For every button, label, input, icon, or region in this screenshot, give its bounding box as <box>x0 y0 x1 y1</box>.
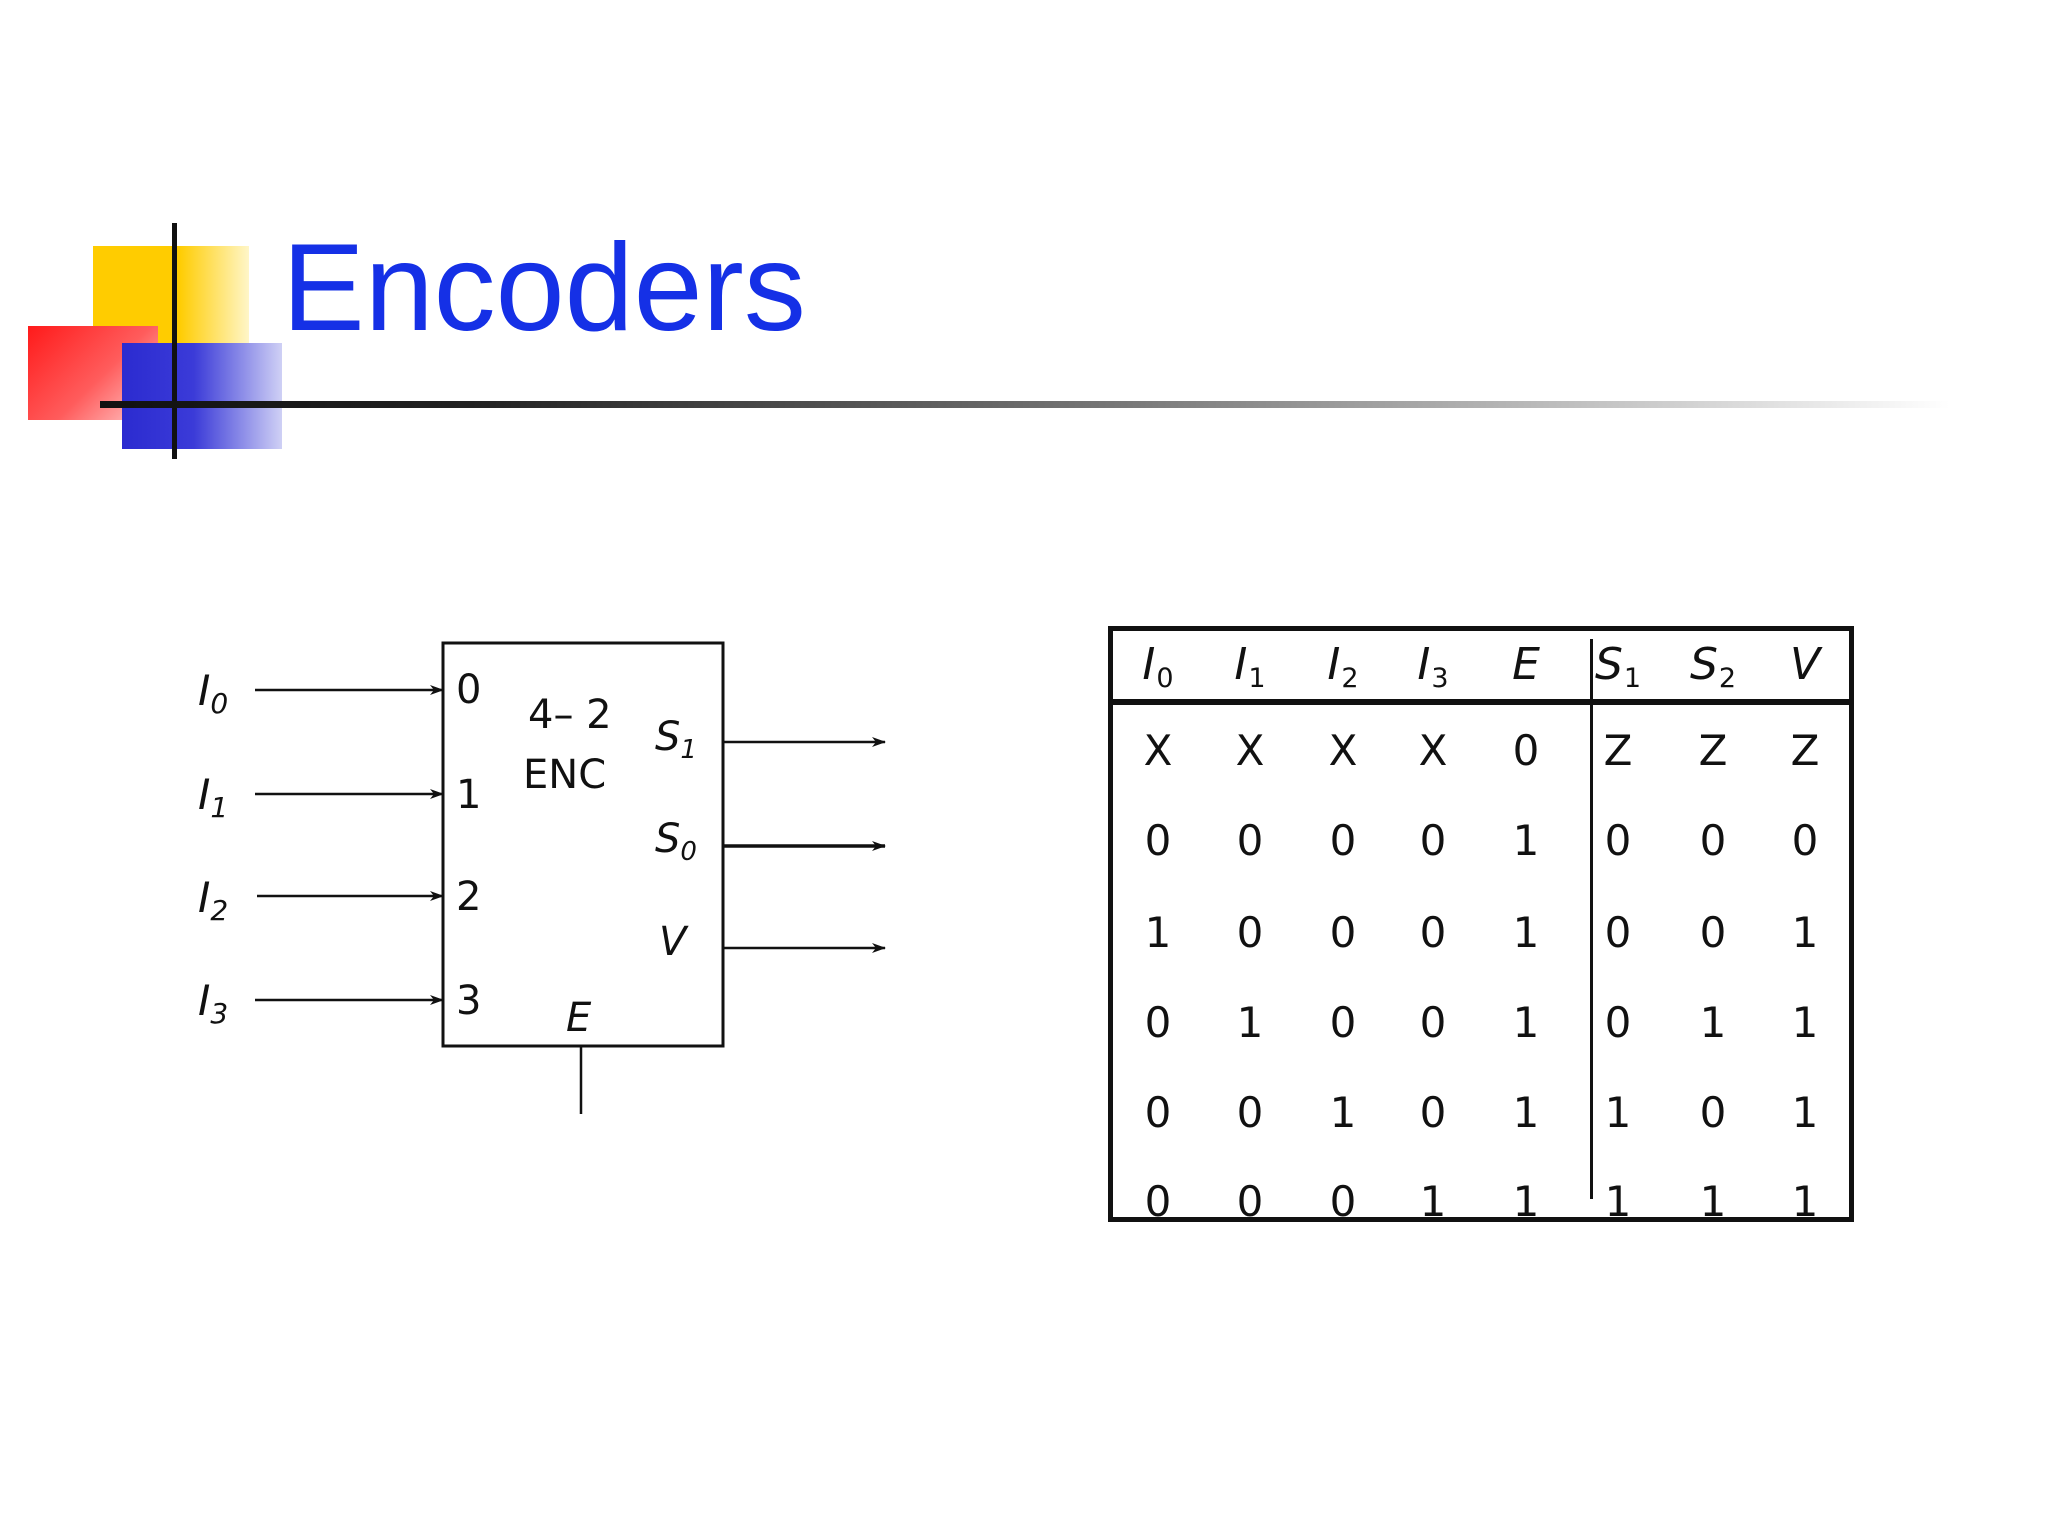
table-cell: 0 <box>1699 908 1727 957</box>
table-cell: 1 <box>1604 1177 1632 1226</box>
table-cell: X <box>1235 726 1265 775</box>
table-cell: 1 <box>1699 998 1727 1047</box>
input-pin-3: 3 <box>456 978 481 1024</box>
truth-table-divider <box>1590 639 1593 1199</box>
encoder-diagram: 4– 2 ENC I0 I1 I2 I3 0 1 2 3 S1 S0 V <box>185 620 905 1240</box>
input-label-1: I1 <box>198 770 228 824</box>
table-cell: 1 <box>1604 1088 1632 1137</box>
table-cell: Z <box>1603 726 1633 775</box>
table-cell: 0 <box>1512 726 1540 775</box>
table-cell: 1 <box>1791 1088 1819 1137</box>
table-cell: 0 <box>1699 816 1727 865</box>
table-cell: 0 <box>1329 1177 1357 1226</box>
header-i0: I0 <box>1142 639 1174 694</box>
output-label-v: V <box>659 919 689 965</box>
table-cell: 1 <box>1512 816 1540 865</box>
truth-table-header: I0 I1 I2 I3 E S1 S2 V <box>1113 631 1849 705</box>
table-cell: 0 <box>1144 1088 1172 1137</box>
input-pin-1: 1 <box>456 772 481 818</box>
table-cell: 0 <box>1236 816 1264 865</box>
table-cell: 1 <box>1236 998 1264 1047</box>
table-cell: 0 <box>1419 1088 1447 1137</box>
header-s1: S1 <box>1594 639 1642 694</box>
header-v: V <box>1789 639 1821 690</box>
slide-title: Encoders <box>282 219 806 357</box>
table-cell: 0 <box>1419 998 1447 1047</box>
encoder-name-line1: 4– 2 <box>528 692 612 738</box>
table-cell: 1 <box>1512 1177 1540 1226</box>
table-cell: 0 <box>1791 816 1819 865</box>
table-cell: 1 <box>1419 1177 1447 1226</box>
table-cell: 0 <box>1144 1177 1172 1226</box>
logo-vertical-line <box>172 223 177 459</box>
table-cell: 0 <box>1236 908 1264 957</box>
table-cell: X <box>1143 726 1173 775</box>
table-cell: 1 <box>1791 998 1819 1047</box>
table-cell: 0 <box>1699 1088 1727 1137</box>
table-cell: 0 <box>1419 816 1447 865</box>
table-cell: 0 <box>1236 1177 1264 1226</box>
header-i2: I2 <box>1327 639 1359 694</box>
table-cell: X <box>1328 726 1358 775</box>
table-cell: 0 <box>1236 1088 1264 1137</box>
table-cell: 0 <box>1604 816 1632 865</box>
table-cell: 0 <box>1604 908 1632 957</box>
input-pin-0: 0 <box>456 667 481 713</box>
table-cell: 0 <box>1419 908 1447 957</box>
input-label-3: I3 <box>198 976 228 1030</box>
encoder-diagram-svg: 4– 2 ENC I0 I1 I2 I3 0 1 2 3 S1 S0 V <box>198 641 886 1114</box>
truth-table: I0 I1 I2 I3 E S1 S2 V X X X X 0 Z Z Z 0 0 0 0 1 0 0 0 1 0… <box>1108 626 1854 1226</box>
table-cell: 0 <box>1144 998 1172 1047</box>
enable-label: E <box>566 995 592 1041</box>
table-cell: 0 <box>1604 998 1632 1047</box>
header-i1: I1 <box>1234 639 1266 694</box>
table-cell: 1 <box>1791 1177 1819 1226</box>
table-cell: 0 <box>1329 908 1357 957</box>
output-label-s1: S1 <box>655 714 697 765</box>
table-cell: Z <box>1698 726 1728 775</box>
title-underline <box>100 401 1950 408</box>
table-cell: 0 <box>1329 998 1357 1047</box>
input-label-0: I0 <box>198 666 228 720</box>
table-cell: Z <box>1790 726 1820 775</box>
table-cell: 1 <box>1329 1088 1357 1137</box>
table-cell: 1 <box>1144 908 1172 957</box>
table-cell: 0 <box>1329 816 1357 865</box>
input-label-2: I2 <box>198 873 228 927</box>
input-pin-2: 2 <box>456 874 481 920</box>
table-cell: 1 <box>1512 908 1540 957</box>
table-cell: 0 <box>1144 816 1172 865</box>
table-cell: 1 <box>1699 1177 1727 1226</box>
logo-blue-square <box>122 343 282 449</box>
output-label-s0: S0 <box>655 816 697 867</box>
table-cell: 1 <box>1512 1088 1540 1137</box>
table-cell: 1 <box>1791 908 1819 957</box>
table-cell: X <box>1418 726 1448 775</box>
header-i3: I3 <box>1417 639 1449 694</box>
header-s2: S2 <box>1689 639 1737 694</box>
encoder-name-line2: ENC <box>523 752 606 798</box>
table-cell: 1 <box>1512 998 1540 1047</box>
header-e: E <box>1512 639 1540 690</box>
